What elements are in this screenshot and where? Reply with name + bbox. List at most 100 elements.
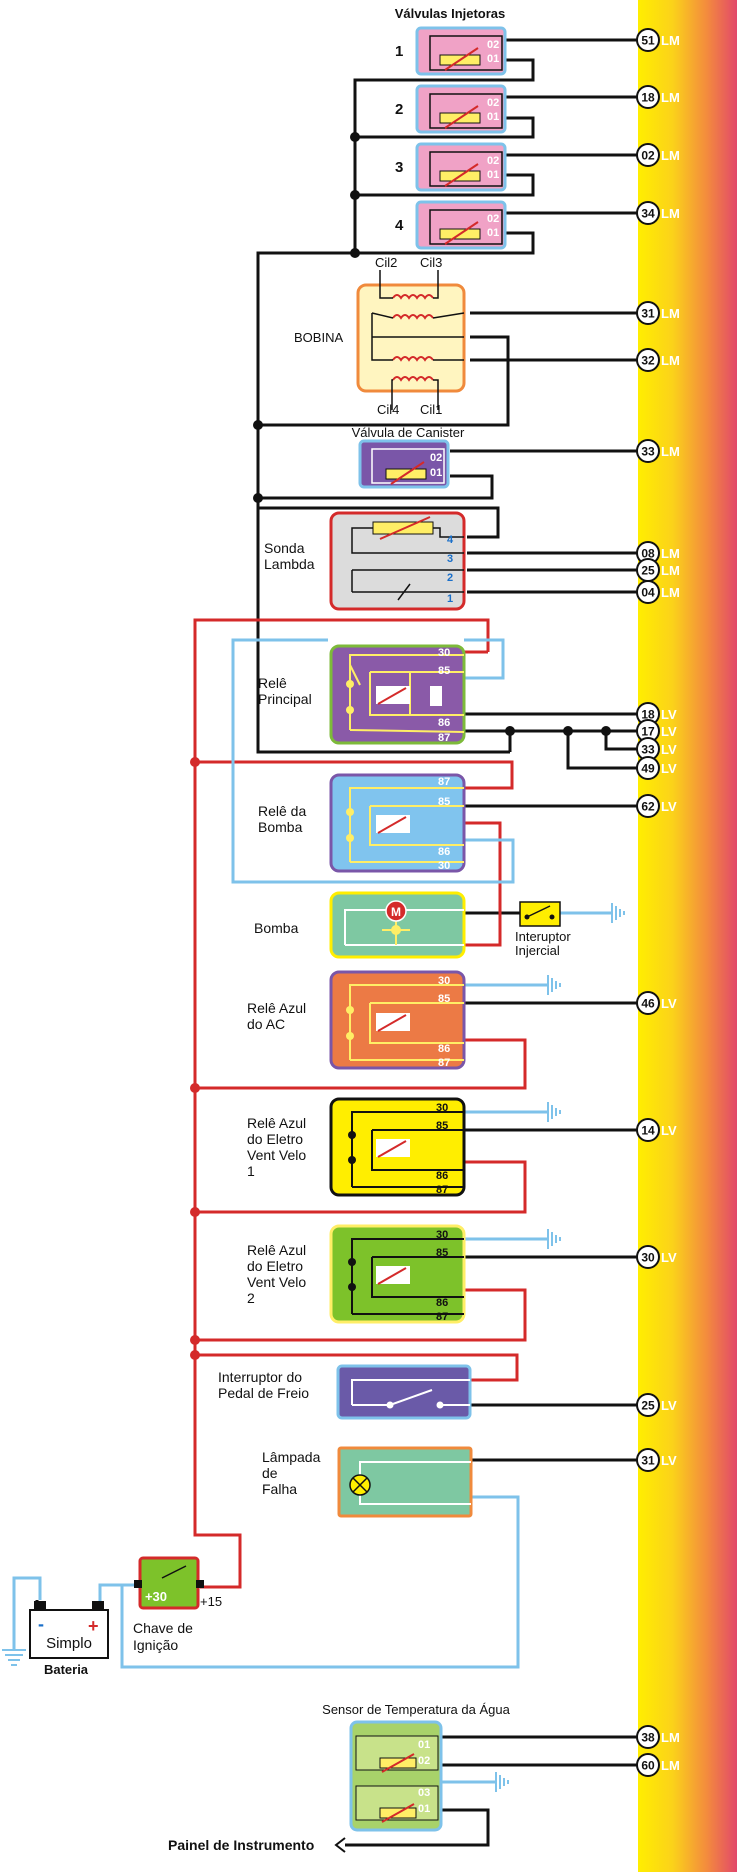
ecu-pin-badge — [636, 143, 660, 167]
ecu-pin-number: 18 — [641, 91, 655, 105]
lambda-pin-2: 2 — [447, 572, 453, 584]
fan2-relay-pin-86: 86 — [436, 1297, 448, 1309]
ecu-pin-number: 17 — [641, 725, 655, 739]
canister-pin-b: 01 — [430, 467, 442, 479]
brake-switch: Interruptor do Pedal de Freio — [218, 1364, 472, 1420]
injector-3-label: 3 — [395, 159, 403, 176]
ecu-pin-number: 31 — [641, 307, 655, 321]
junction-dots-red — [190, 757, 200, 1360]
ecu-pin-suffix: LV — [661, 1250, 677, 1265]
ignition-coil: Cil2 Cil3 Cil4 Cil1 BOBINA — [294, 255, 466, 417]
lambda-sensor: 4 3 2 1 Sonda Lambda — [264, 511, 466, 611]
wires-red — [193, 618, 527, 1589]
ecu-pin-badge — [636, 1118, 660, 1142]
brake-label-1: Interruptor do — [218, 1369, 302, 1385]
ecu-pin-suffix: LM — [661, 33, 680, 48]
ecu-pin-suffix: LV — [661, 1453, 677, 1468]
ecu-pin-badge — [636, 794, 660, 818]
injectors-title: Válvulas Injetoras — [395, 6, 506, 21]
ecu-pin-suffix: LM — [661, 1758, 680, 1773]
fan2-relay: 30 85 86 87 Relê Azul do Eletro Vent Vel… — [247, 1224, 466, 1324]
ecu-pin-suffix: LM — [661, 353, 680, 368]
battery-minus-icon: - — [38, 1614, 44, 1634]
fan1-relay-label-4: 1 — [247, 1163, 255, 1179]
ecu-pin-suffix: LM — [661, 563, 680, 578]
ecu-pin-badge — [636, 85, 660, 109]
ecu-pin-badge — [636, 1393, 660, 1417]
ecu-pin-number: 32 — [641, 354, 655, 368]
inertial-switch-label-1: Interuptor — [515, 929, 571, 944]
fan1-relay-pin-87: 87 — [436, 1184, 448, 1196]
ac-relay-pin-85: 85 — [438, 993, 450, 1005]
injector-2: 02 01 2 — [395, 84, 507, 134]
injector-3: 02 01 3 — [395, 142, 507, 192]
pump-relay-label-2: Bomba — [258, 819, 303, 835]
injector-4-pin-b: 01 — [487, 227, 499, 239]
injector-2-pin-b: 01 — [487, 111, 499, 123]
ignition-label-2: Ignição — [133, 1637, 178, 1653]
wires-blue — [12, 638, 612, 1784]
battery: - + Simplo Bateria — [29, 1601, 109, 1677]
lambda-pin-4: 4 — [447, 534, 454, 546]
main-relay-pin-85: 85 — [438, 665, 450, 677]
ecu-pin-suffix: LM — [661, 546, 680, 561]
fuel-pump: M Bomba — [254, 891, 466, 959]
ecu-pin-suffix: LM — [661, 1730, 680, 1745]
coil-cil2-label: Cil2 — [375, 255, 397, 270]
ecu-pin-badge — [636, 201, 660, 225]
lamp-label-2: de — [262, 1465, 278, 1481]
ecu-pin-badge — [636, 1245, 660, 1269]
panel-arrow-icon — [334, 1837, 346, 1853]
inertial-switch-label-2: Injercial — [515, 943, 560, 958]
pump-relay-pin-85: 85 — [438, 796, 450, 808]
ecu-connector-bar — [638, 0, 737, 1872]
fault-lamp: Lâmpada de Falha — [262, 1446, 473, 1518]
canister-pin-a: 02 — [430, 452, 442, 464]
coil-cil3-label: Cil3 — [420, 255, 442, 270]
fan2-relay-pin-30: 30 — [436, 1229, 448, 1241]
panel-label: Painel de Instrumento — [168, 1837, 314, 1853]
junction-dots — [253, 132, 611, 736]
ecu-pin-suffix: LM — [661, 148, 680, 163]
ecu-pin-suffix: LV — [661, 996, 677, 1011]
ecu-pin-number: 08 — [641, 547, 655, 561]
ecu-pin-badge — [636, 28, 660, 52]
water-sensor-pin-01a: 01 — [418, 1739, 430, 1751]
coil-cil1-label: Cil1 — [420, 402, 442, 417]
battery-label: Bateria — [44, 1662, 89, 1677]
fan2-relay-label-1: Relê Azul — [247, 1242, 306, 1258]
battery-inner-label: Simplo — [46, 1635, 92, 1652]
ecu-pin-suffix: LM — [661, 444, 680, 459]
ecu-pin-number: 30 — [641, 1251, 655, 1265]
ecu-pin-number: 51 — [641, 34, 655, 48]
ground-icon-fan2 — [547, 1229, 561, 1249]
ac-relay-pin-87: 87 — [438, 1057, 450, 1069]
ecu-pin-suffix: LM — [661, 90, 680, 105]
injector-1-pin-a: 02 — [487, 39, 499, 51]
water-sensor-pin-02: 02 — [418, 1755, 430, 1767]
ecu-pin-suffix: LV — [661, 724, 677, 739]
ecu-pin-badge — [636, 1725, 660, 1749]
water-temp-sensor: 01 02 03 01 — [349, 1720, 443, 1832]
ecu-pin-badge — [636, 1753, 660, 1777]
injector-1-label: 1 — [395, 43, 403, 60]
pump-motor-label: M — [391, 905, 401, 919]
ac-relay-label-2: do AC — [247, 1016, 285, 1032]
canister-valve: 02 01 — [358, 439, 450, 489]
ecu-pin-suffix: LV — [661, 707, 677, 722]
lamp-label-1: Lâmpada — [262, 1449, 321, 1465]
ecu-pin-number: 62 — [641, 800, 655, 814]
lambda-label-1: Sonda — [264, 540, 305, 556]
ecu-pin-suffix: LV — [661, 799, 677, 814]
pump-relay-pin-30: 30 — [438, 860, 450, 872]
fan2-relay-pin-87: 87 — [436, 1311, 448, 1323]
pump-relay-pin-87: 87 — [438, 776, 450, 788]
coil-label: BOBINA — [294, 330, 343, 345]
injector-4-label: 4 — [395, 217, 404, 234]
ecu-pin-number: 18 — [641, 708, 655, 722]
ecu-pin-badge — [636, 301, 660, 325]
ecu-pin-number: 33 — [641, 743, 655, 757]
ecu-pin-badge — [636, 991, 660, 1015]
ecu-pin-badge — [636, 348, 660, 372]
